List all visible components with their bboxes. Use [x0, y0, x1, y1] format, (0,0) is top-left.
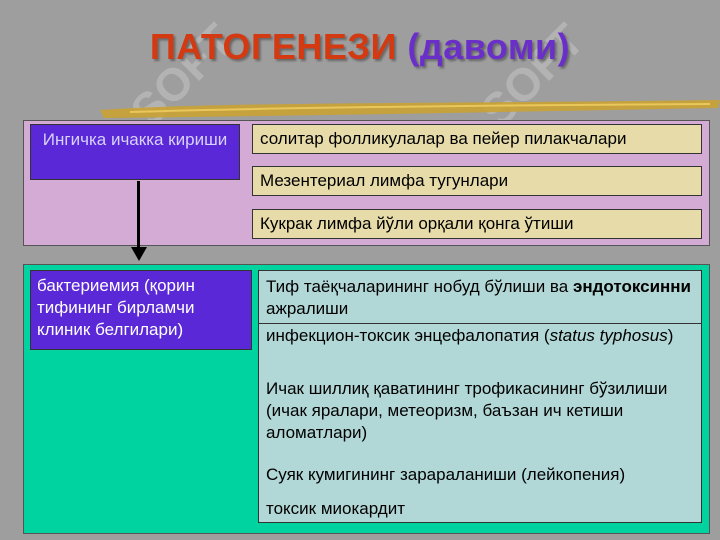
top-item-2: Мезентериал лимфа тугунлари — [252, 166, 702, 196]
detail-item-2-italic: status typhosus — [549, 326, 668, 345]
bacteremia-label: бактериемия (қорин тифининг бирламчи кли… — [30, 270, 252, 350]
title-sub: (давоми) — [407, 26, 571, 67]
slide-title: ПАТОГЕНЕЗИ (давоми) — [0, 26, 720, 68]
intestine-entry-label: Ингичка ичакка кириши — [30, 124, 240, 180]
detail-item-1: Тиф таёқчаларининг нобуд бўлиши ва эндот… — [266, 276, 695, 320]
top-item-3: Кукрак лимфа йўли орқали қонга ўтиши — [252, 209, 702, 239]
detail-item-2-suffix: ) — [667, 326, 674, 345]
pathogenesis-details-box: Тиф таёқчаларининг нобуд бўлиши ва эндот… — [258, 270, 702, 523]
detail-item-3: Ичак шиллиқ қаватининг трофикасининг бўз… — [266, 379, 668, 442]
detail-item-4: Суяк кумигининг зарараланиши (лейкопения… — [266, 465, 626, 484]
title-main: ПАТОГЕНЕЗИ — [149, 26, 397, 67]
detail-item-1-bold: эндотоксинни — [572, 277, 692, 296]
top-item-1: солитар фолликулалар ва пейер пилакчалар… — [252, 124, 702, 154]
down-arrow-icon — [131, 247, 147, 261]
detail-item-2: инфекцион-токсик энцефалопатия (status t… — [266, 325, 695, 347]
down-arrow-shaft — [137, 181, 140, 249]
detail-item-1-suffix: ажралиши — [266, 299, 349, 318]
detail-item-2-text: инфекцион-токсик энцефалопатия ( — [266, 326, 550, 345]
detail-divider — [259, 323, 701, 324]
detail-item-1-text: Тиф таёқчаларининг нобуд бўлиши ва — [266, 277, 573, 296]
gold-brush-stroke — [100, 100, 720, 118]
detail-item-5: токсик миокардит — [266, 499, 406, 518]
